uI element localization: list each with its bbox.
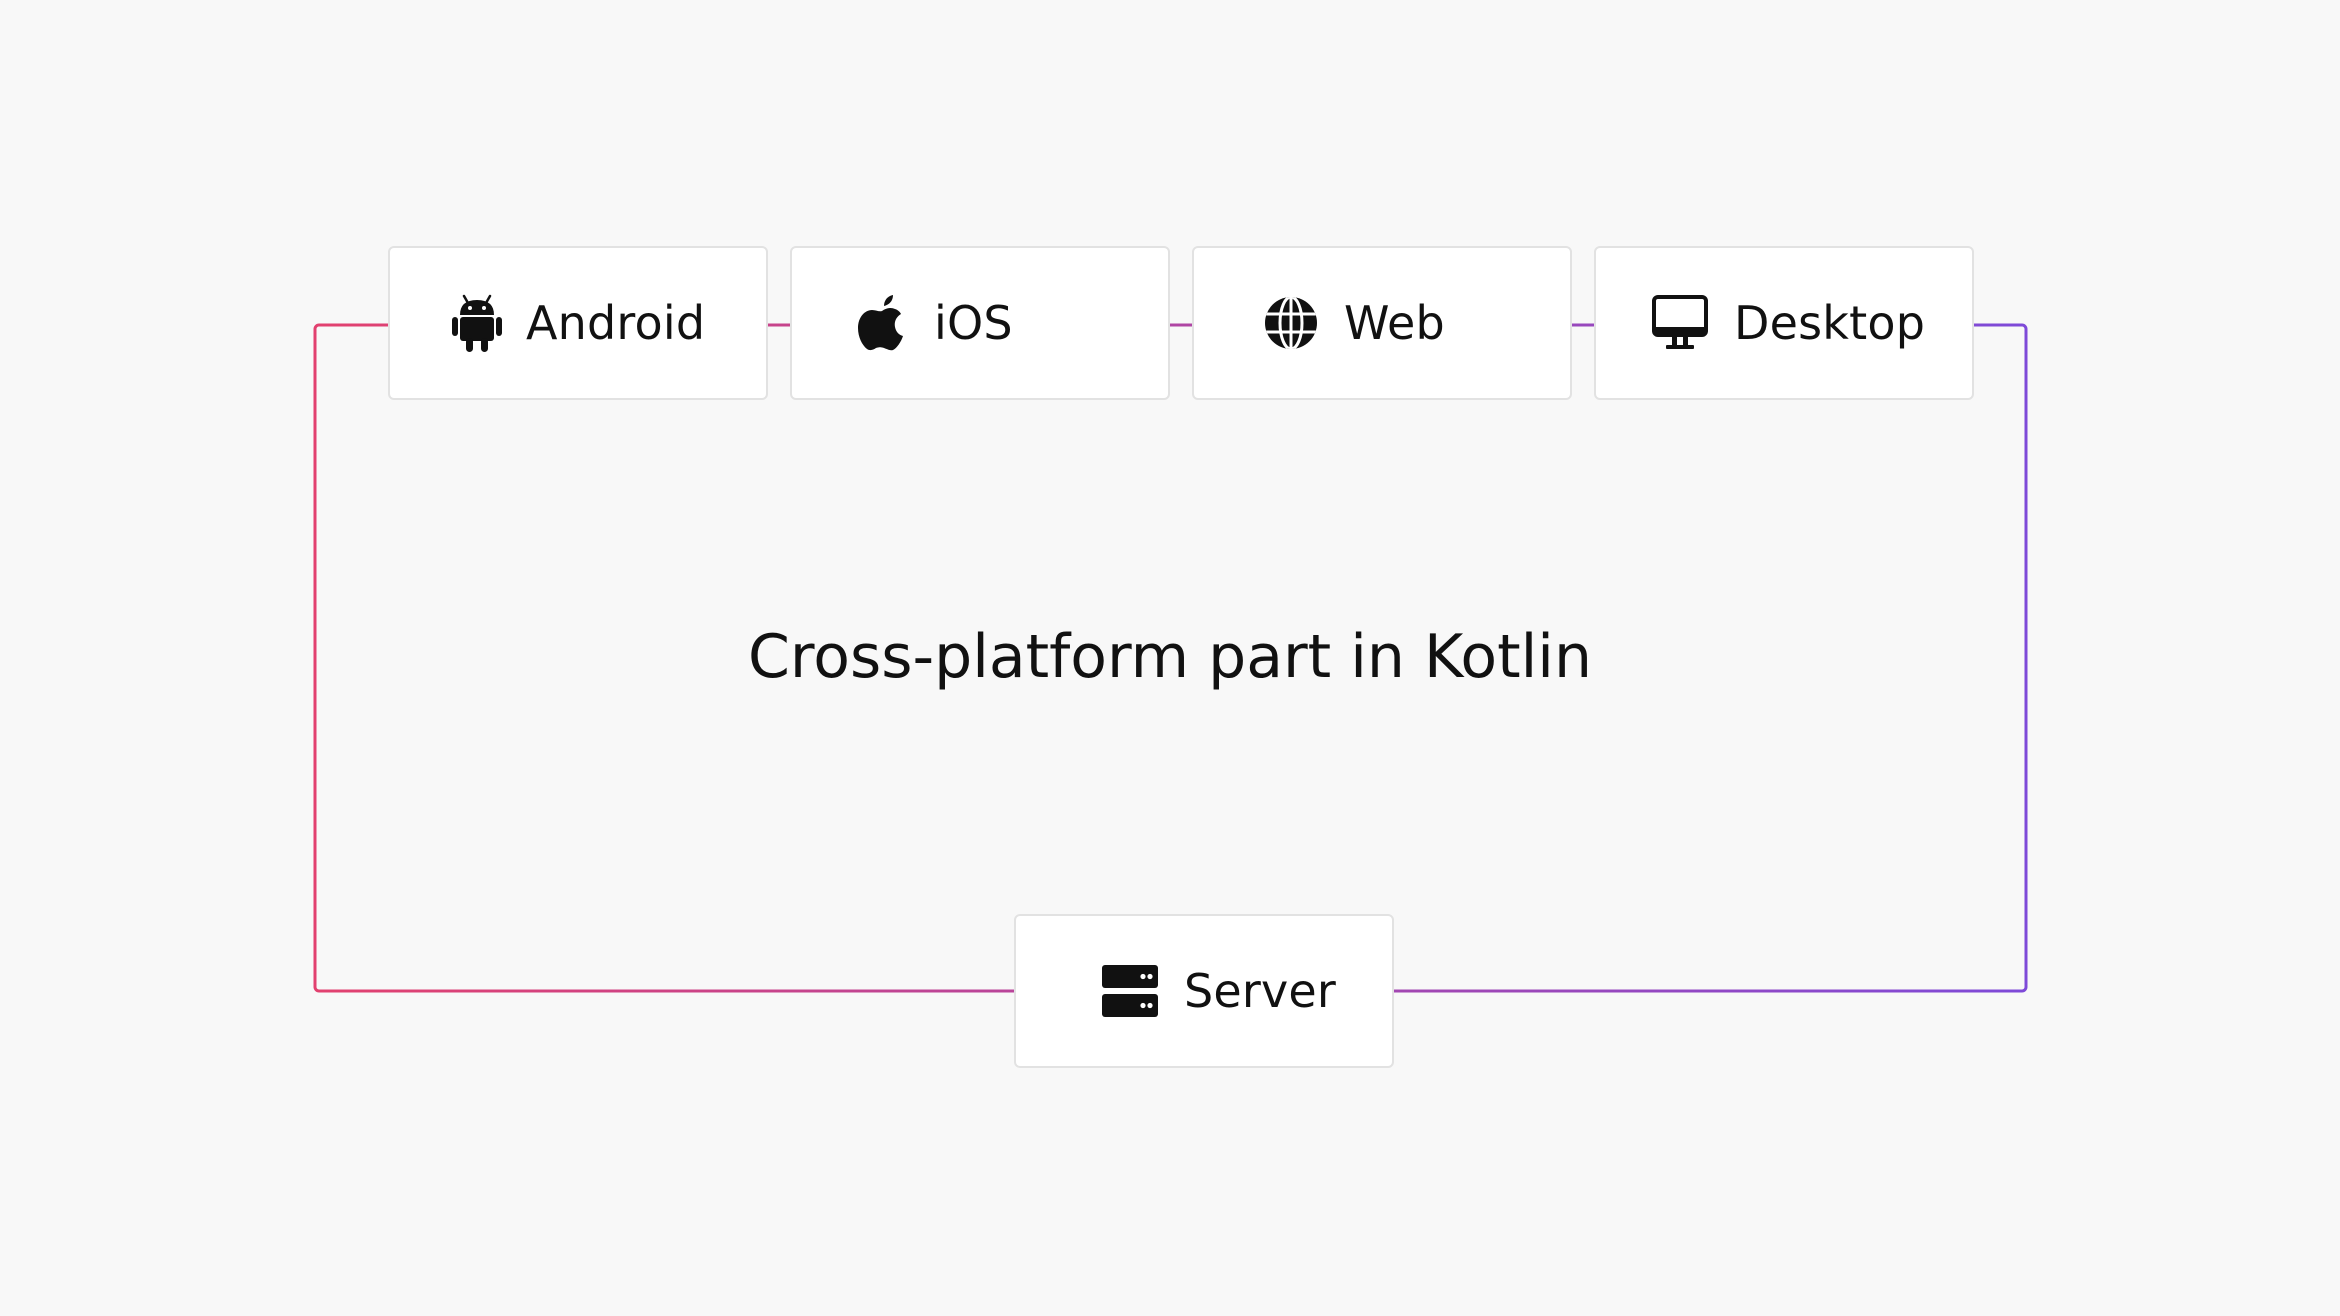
platform-label: iOS — [934, 296, 1013, 350]
platform-label: Web — [1344, 296, 1445, 350]
monitor-icon — [1652, 295, 1708, 351]
platform-card-android: Android — [388, 246, 768, 400]
server-icon — [1102, 965, 1158, 1017]
server-card: Server — [1014, 914, 1394, 1068]
server-label: Server — [1184, 964, 1337, 1018]
android-icon — [452, 294, 502, 352]
platform-card-web: Web — [1192, 246, 1572, 400]
platform-card-desktop: Desktop — [1594, 246, 1974, 400]
globe-icon — [1264, 296, 1318, 350]
platform-card-ios: iOS — [790, 246, 1170, 400]
diagram-title: Cross-platform part in Kotlin — [748, 622, 1592, 692]
platform-label: Android — [526, 296, 706, 350]
apple-icon — [858, 295, 906, 351]
platform-label: Desktop — [1734, 296, 1926, 350]
